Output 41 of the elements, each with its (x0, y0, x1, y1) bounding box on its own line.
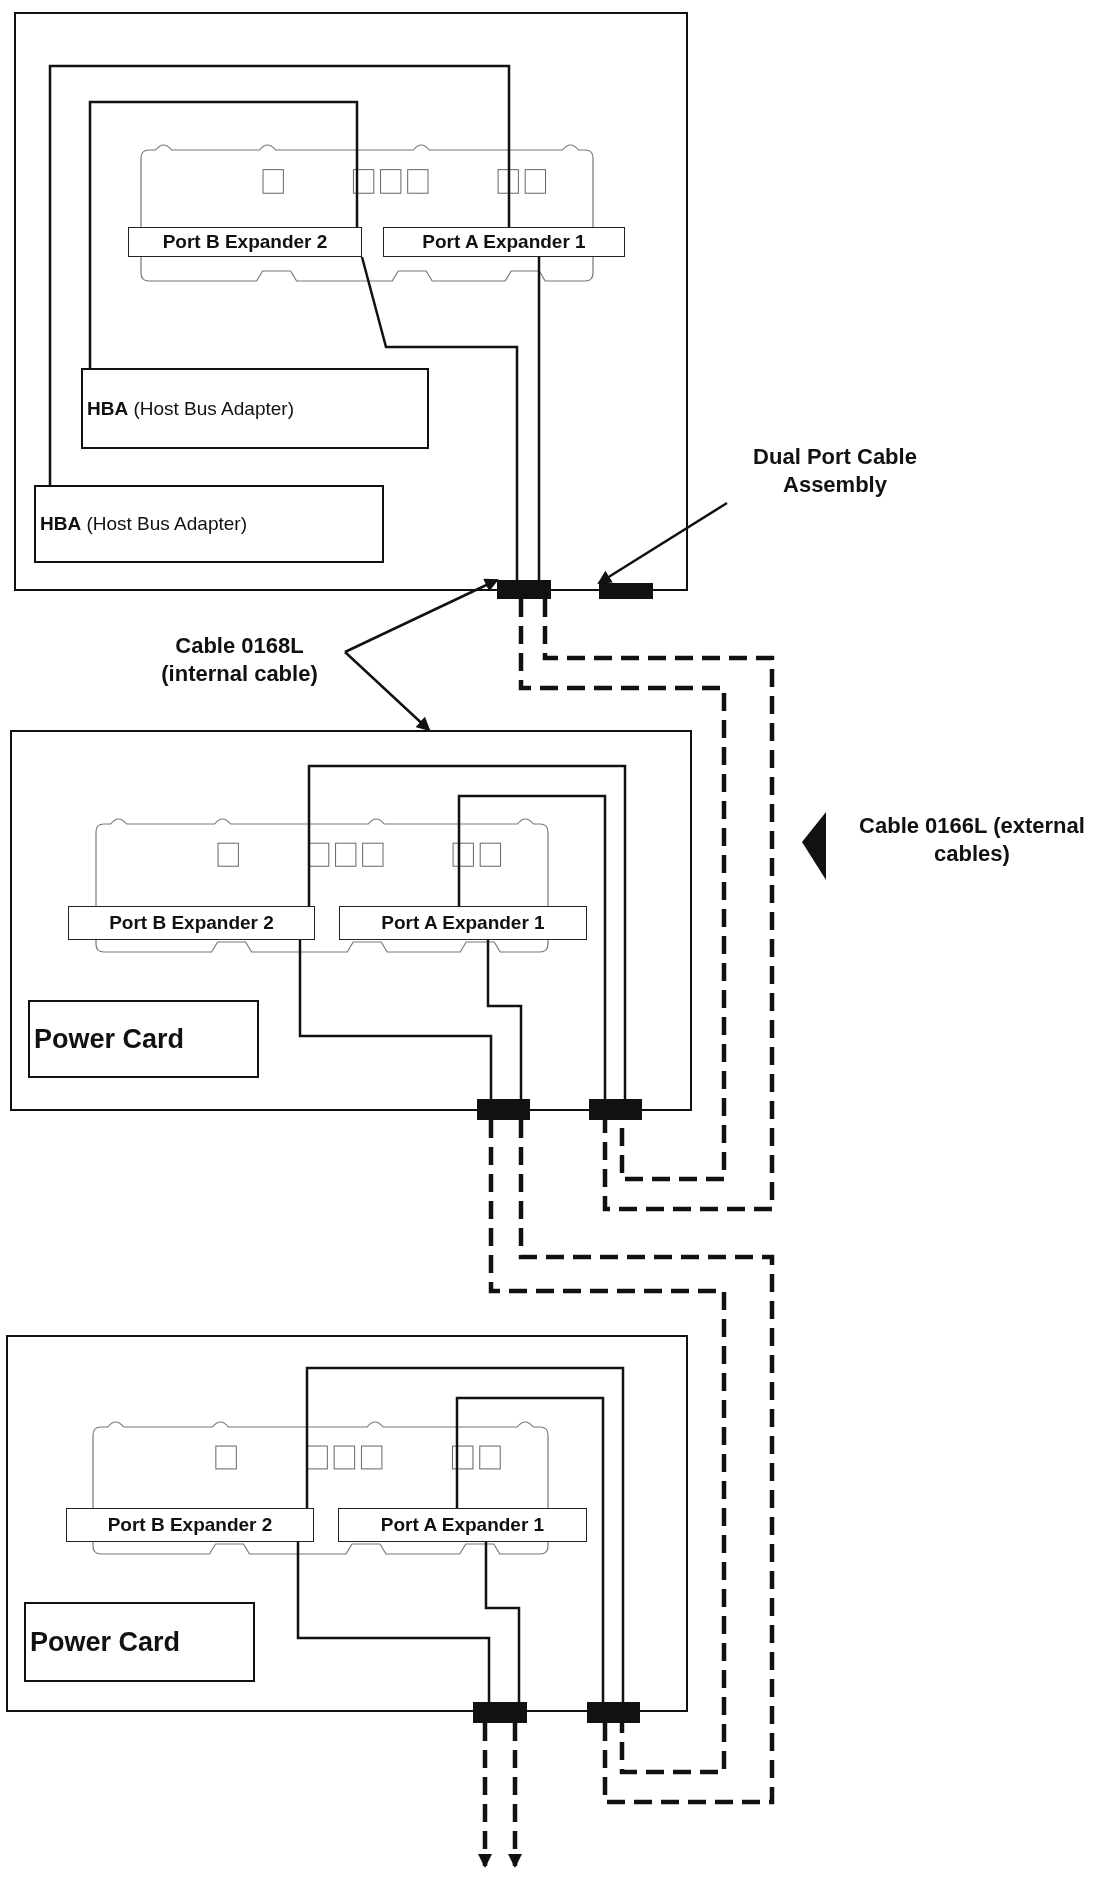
external-cable (518, 1120, 775, 1805)
leader-arrow (344, 578, 499, 654)
port-label: Port B Expander 2 (68, 906, 315, 940)
cable-connector (473, 1702, 527, 1723)
power-card: Power Card (28, 1000, 259, 1078)
external-cable (518, 599, 727, 1182)
internal-cable (457, 794, 607, 1099)
port-label: Port A Expander 1 (338, 1508, 587, 1542)
external-cable (508, 1723, 522, 1868)
internal-cable (305, 1366, 625, 1702)
port-label: Port B Expander 2 (128, 227, 362, 257)
port-label: Port B Expander 2 (66, 1508, 314, 1542)
internal-cable (537, 257, 541, 580)
internal-cable (455, 1396, 605, 1702)
cable-connector (587, 1702, 640, 1723)
port-label: Port A Expander 1 (383, 227, 625, 257)
internal-cable (48, 64, 511, 485)
port-label: Port A Expander 1 (339, 906, 587, 940)
callout-text: Dual Port Cable Assembly (714, 443, 956, 503)
cable-connector (477, 1099, 530, 1120)
enclosure-box (14, 12, 688, 591)
adapter-card: HBA (Host Bus Adapter) (34, 485, 384, 563)
enclosure-box (6, 1335, 688, 1712)
internal-cable (88, 100, 359, 368)
cable-connector (599, 583, 653, 599)
callout-text: Cable 0168L (internal cable) (134, 632, 345, 694)
leader-arrow (344, 651, 431, 732)
enclosure-box (10, 730, 692, 1111)
internal-cable (360, 256, 519, 580)
power-card: Power Card (24, 1602, 255, 1682)
cable-connector (589, 1099, 642, 1120)
external-cable (488, 1120, 727, 1775)
external-cable (478, 1723, 492, 1868)
leader-arrow (597, 501, 728, 585)
callout-text: Cable 0166L (external cables) (858, 812, 1086, 868)
external-cable (542, 599, 775, 1212)
adapter-card: HBA (Host Bus Adapter) (81, 368, 429, 449)
cable-connector (497, 580, 551, 599)
internal-cable (307, 764, 627, 1099)
internal-cable (298, 940, 493, 1099)
internal-cable (296, 1542, 491, 1702)
